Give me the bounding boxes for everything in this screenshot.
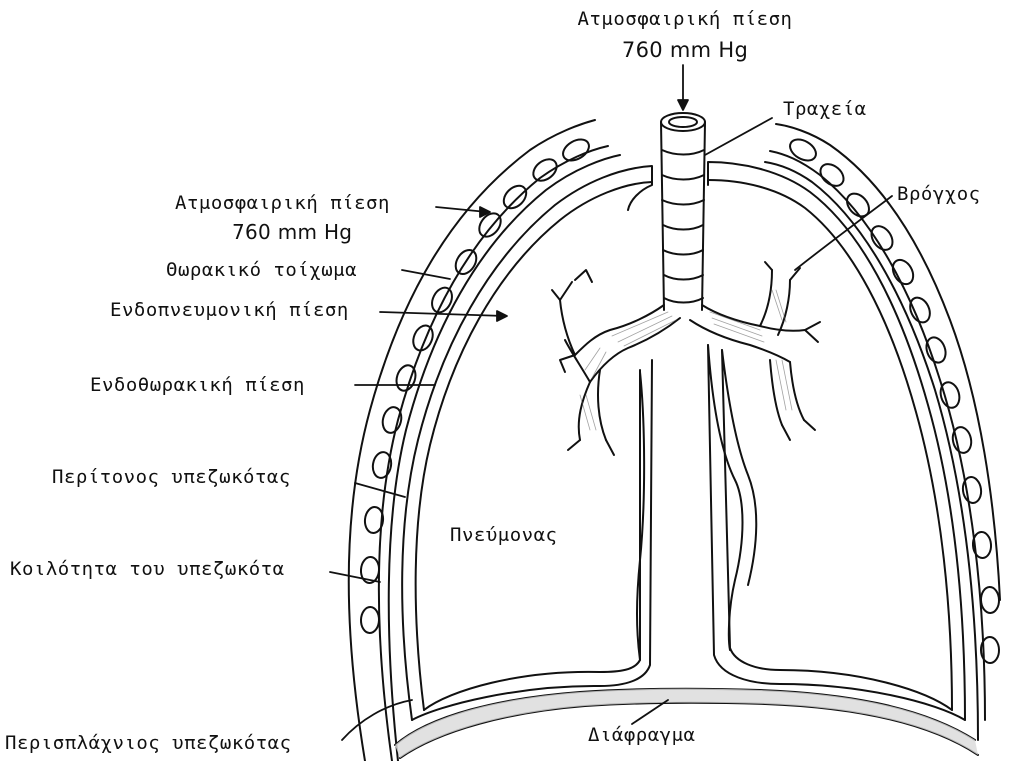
rib-sections-right: [786, 135, 999, 663]
leader-parietal-pleura: [342, 700, 412, 740]
intrathoracic-pressure-label: Ενδοθωρακική πίεση: [90, 374, 305, 396]
leader-visceral-pleura: [355, 483, 405, 497]
trachea-label: Τραχεία: [783, 98, 867, 120]
bronchial-fill: [580, 290, 792, 430]
thoracic-wall: [349, 120, 1000, 761]
visceral-pleura-label: Περίτονος υπεζωκότας: [52, 466, 291, 488]
atm-pressure-left-value: 760 mm Hg: [232, 220, 352, 244]
mediastinum-lines: [637, 345, 756, 660]
atm-pressure-top-label: Ατμοσφαιρική πίεση: [560, 8, 810, 30]
pleural-cavity-label: Κοιλότητα του υπεζωκότα: [10, 558, 285, 580]
bronchial-tree: [552, 262, 820, 455]
right-lung-outline: [708, 162, 965, 720]
leader-pleural-cavity: [330, 572, 380, 582]
bronchus-label: Βρόγχος: [897, 183, 981, 205]
parietal-pleura-label: Περισπλάχνιος υπεζωκότας: [5, 732, 292, 754]
trachea: [661, 113, 705, 310]
atm-pressure-top-value: 760 mm Hg: [560, 38, 810, 62]
leader-trachea: [705, 118, 772, 155]
diaphragm-label: Διάφραγμα: [588, 724, 695, 746]
atm-pressure-left-label: Ατμοσφαιρική πίεση: [175, 192, 390, 214]
lung-label: Πνεύμονας: [450, 524, 557, 546]
intrapulmonary-pressure-label: Ενδοπνευμονική πίεση: [110, 299, 349, 321]
thoracic-wall-label: Θωρακικό τοίχωμα: [166, 259, 357, 281]
